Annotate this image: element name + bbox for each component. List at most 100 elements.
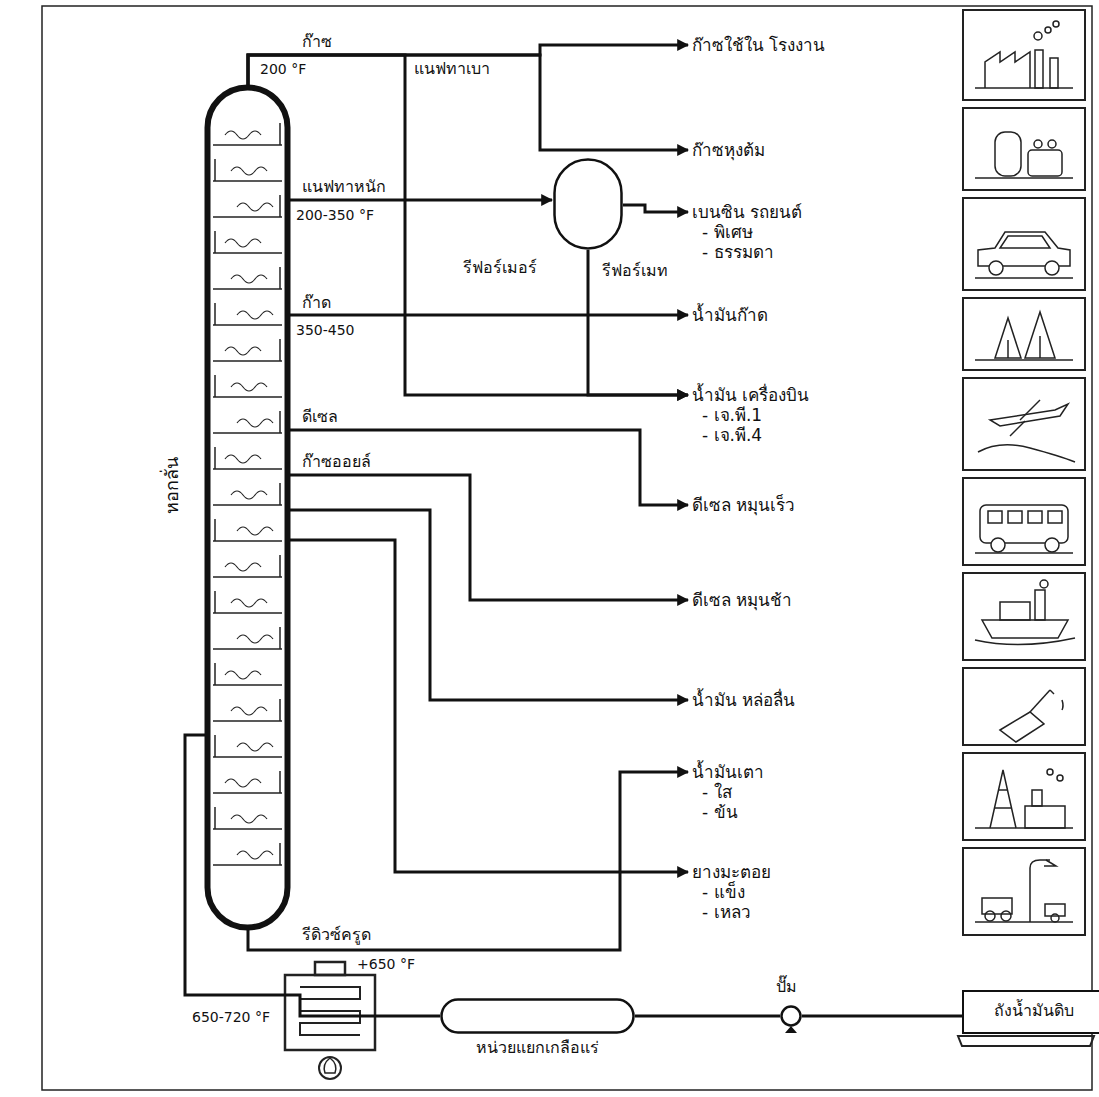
flow-line — [290, 199, 552, 202]
distillation-tower: หอกลั่น — [205, 85, 290, 930]
flow-line — [290, 540, 688, 872]
icon-boxes — [963, 378, 1085, 470]
temperature-label: 350-450 — [294, 321, 357, 339]
product-label: น้ำมัน เครื่องบิน- เจ.พี.1- เจ.พี.4 — [692, 385, 809, 445]
car-icon — [975, 232, 1073, 278]
tank-base — [958, 1036, 1094, 1046]
node-subtext: - พิเศษ — [692, 222, 802, 242]
flow-line — [802, 1015, 962, 1018]
furnace — [315, 962, 345, 975]
asphalt-icon — [1044, 860, 1056, 866]
desalter-vessel: หน่วยแยกเกลือแร่ — [440, 998, 635, 1034]
tank-base — [958, 1036, 1094, 1046]
car-icon — [978, 232, 1070, 266]
lpg-icon — [1048, 140, 1056, 148]
stream-name: ก๊าซออยล์ — [300, 453, 373, 471]
icon-boxes — [963, 298, 1085, 370]
stream-name: รีฟอร์เมท — [600, 262, 670, 280]
oil-rig-icon — [1032, 790, 1042, 806]
product-label: ก๊าซหุงต้ม — [692, 140, 765, 160]
flow-line — [588, 250, 688, 395]
factory-icon — [1045, 27, 1051, 33]
car-icon — [975, 277, 1073, 279]
stream-name: ก๊าด — [300, 294, 333, 312]
asphalt-icon — [1001, 911, 1011, 921]
stream-name: ดีเซล — [300, 408, 340, 426]
node-text: หน่วยแยกเกลือแร่ — [440, 1038, 635, 1058]
ship-icon — [975, 638, 1075, 645]
oil-can-icon — [1030, 690, 1050, 712]
factory-icon — [1050, 58, 1058, 88]
oil-can-icon — [1062, 700, 1063, 710]
asphalt-icon — [1030, 860, 1050, 922]
distillation-tower-outline — [205, 85, 290, 930]
icon-boxes — [963, 478, 1085, 565]
pump-body — [782, 1007, 801, 1026]
product-label: ก๊าซใช้ใน โรงงาน — [692, 35, 825, 55]
product-label: น้ำมัน หล่อลื่น — [692, 690, 795, 710]
node-text: ก๊าซใช้ใน โรงงาน — [692, 35, 825, 55]
airplane-icon — [1010, 421, 1025, 436]
kerosene-icon — [995, 318, 1021, 358]
product-label: ดีเซล หมุนช้า — [692, 590, 792, 610]
tower-shell — [208, 88, 288, 928]
stream-name: แนฟทาหนัก — [300, 178, 388, 196]
ship-icon — [975, 580, 1075, 645]
stream-name: รีดิวซ์ครูด — [300, 926, 373, 944]
van-icon — [975, 505, 1073, 553]
icon-boxes — [963, 10, 1085, 100]
flow-line — [248, 45, 688, 85]
icon-boxes — [963, 10, 1085, 935]
node-subtext: - แข็ง — [692, 882, 771, 902]
icon-boxes — [963, 668, 1085, 745]
oil-rig-icon — [1057, 775, 1063, 781]
van-icon — [988, 511, 1002, 523]
desalter-vessel-outline — [440, 998, 635, 1034]
lpg-icon — [995, 132, 1021, 176]
node-text: น้ำมันก๊าด — [692, 305, 768, 325]
lpg-icon — [1034, 140, 1042, 148]
factory-icon — [1034, 32, 1042, 40]
temperature-label: 200-350 °F — [294, 206, 376, 224]
oil-rig-icon — [995, 807, 1011, 809]
van-icon — [975, 552, 1073, 554]
vessel-shell — [442, 1000, 634, 1033]
oil-rig-icon — [975, 769, 1073, 828]
pump-outline — [780, 1005, 802, 1027]
temperature-label: 200 °F — [258, 60, 308, 78]
furnace — [324, 1058, 336, 1073]
node-subtext: - เหลว — [692, 902, 771, 922]
icon-boxes — [963, 753, 1085, 840]
ship-icon — [1035, 590, 1045, 620]
flow-line — [635, 1015, 780, 1018]
lpg-icon — [975, 177, 1073, 179]
oil-rig-icon — [990, 770, 1016, 828]
van-icon — [1028, 511, 1042, 523]
van-icon — [980, 505, 1068, 543]
stream-name: ก๊าซ — [300, 33, 334, 51]
airplane-icon — [978, 445, 1075, 462]
flow-line — [290, 475, 688, 600]
factory-icon — [985, 52, 1030, 88]
node-text: ถังน้ำมันดิบ — [962, 1001, 1099, 1021]
icon-boxes — [963, 848, 1085, 935]
kerosene-icon — [975, 312, 1073, 360]
flow-line — [248, 55, 688, 395]
reformer-vessel: รีฟอร์เมอร์ — [553, 158, 623, 250]
node-text: หอกลั่น — [162, 457, 182, 514]
node-text: ดีเซล หมุนเร็ว — [692, 495, 795, 515]
car-icon — [989, 261, 1003, 275]
icon-boxes — [963, 573, 1085, 660]
flow-line — [290, 314, 688, 317]
oil-rig-icon — [998, 789, 1008, 791]
product-label: เบนซิน รถยนต์- พิเศษ- ธรรมดา — [692, 202, 802, 262]
car-icon — [1045, 261, 1059, 275]
tower-trays — [213, 123, 282, 865]
node-text: ยางมะตอย — [692, 862, 771, 882]
asphalt-icon — [975, 860, 1073, 922]
flow-line — [248, 55, 688, 150]
node-subtext: - เจ.พี.4 — [692, 425, 809, 445]
stream-name: แนฟทาเบา — [412, 60, 492, 78]
